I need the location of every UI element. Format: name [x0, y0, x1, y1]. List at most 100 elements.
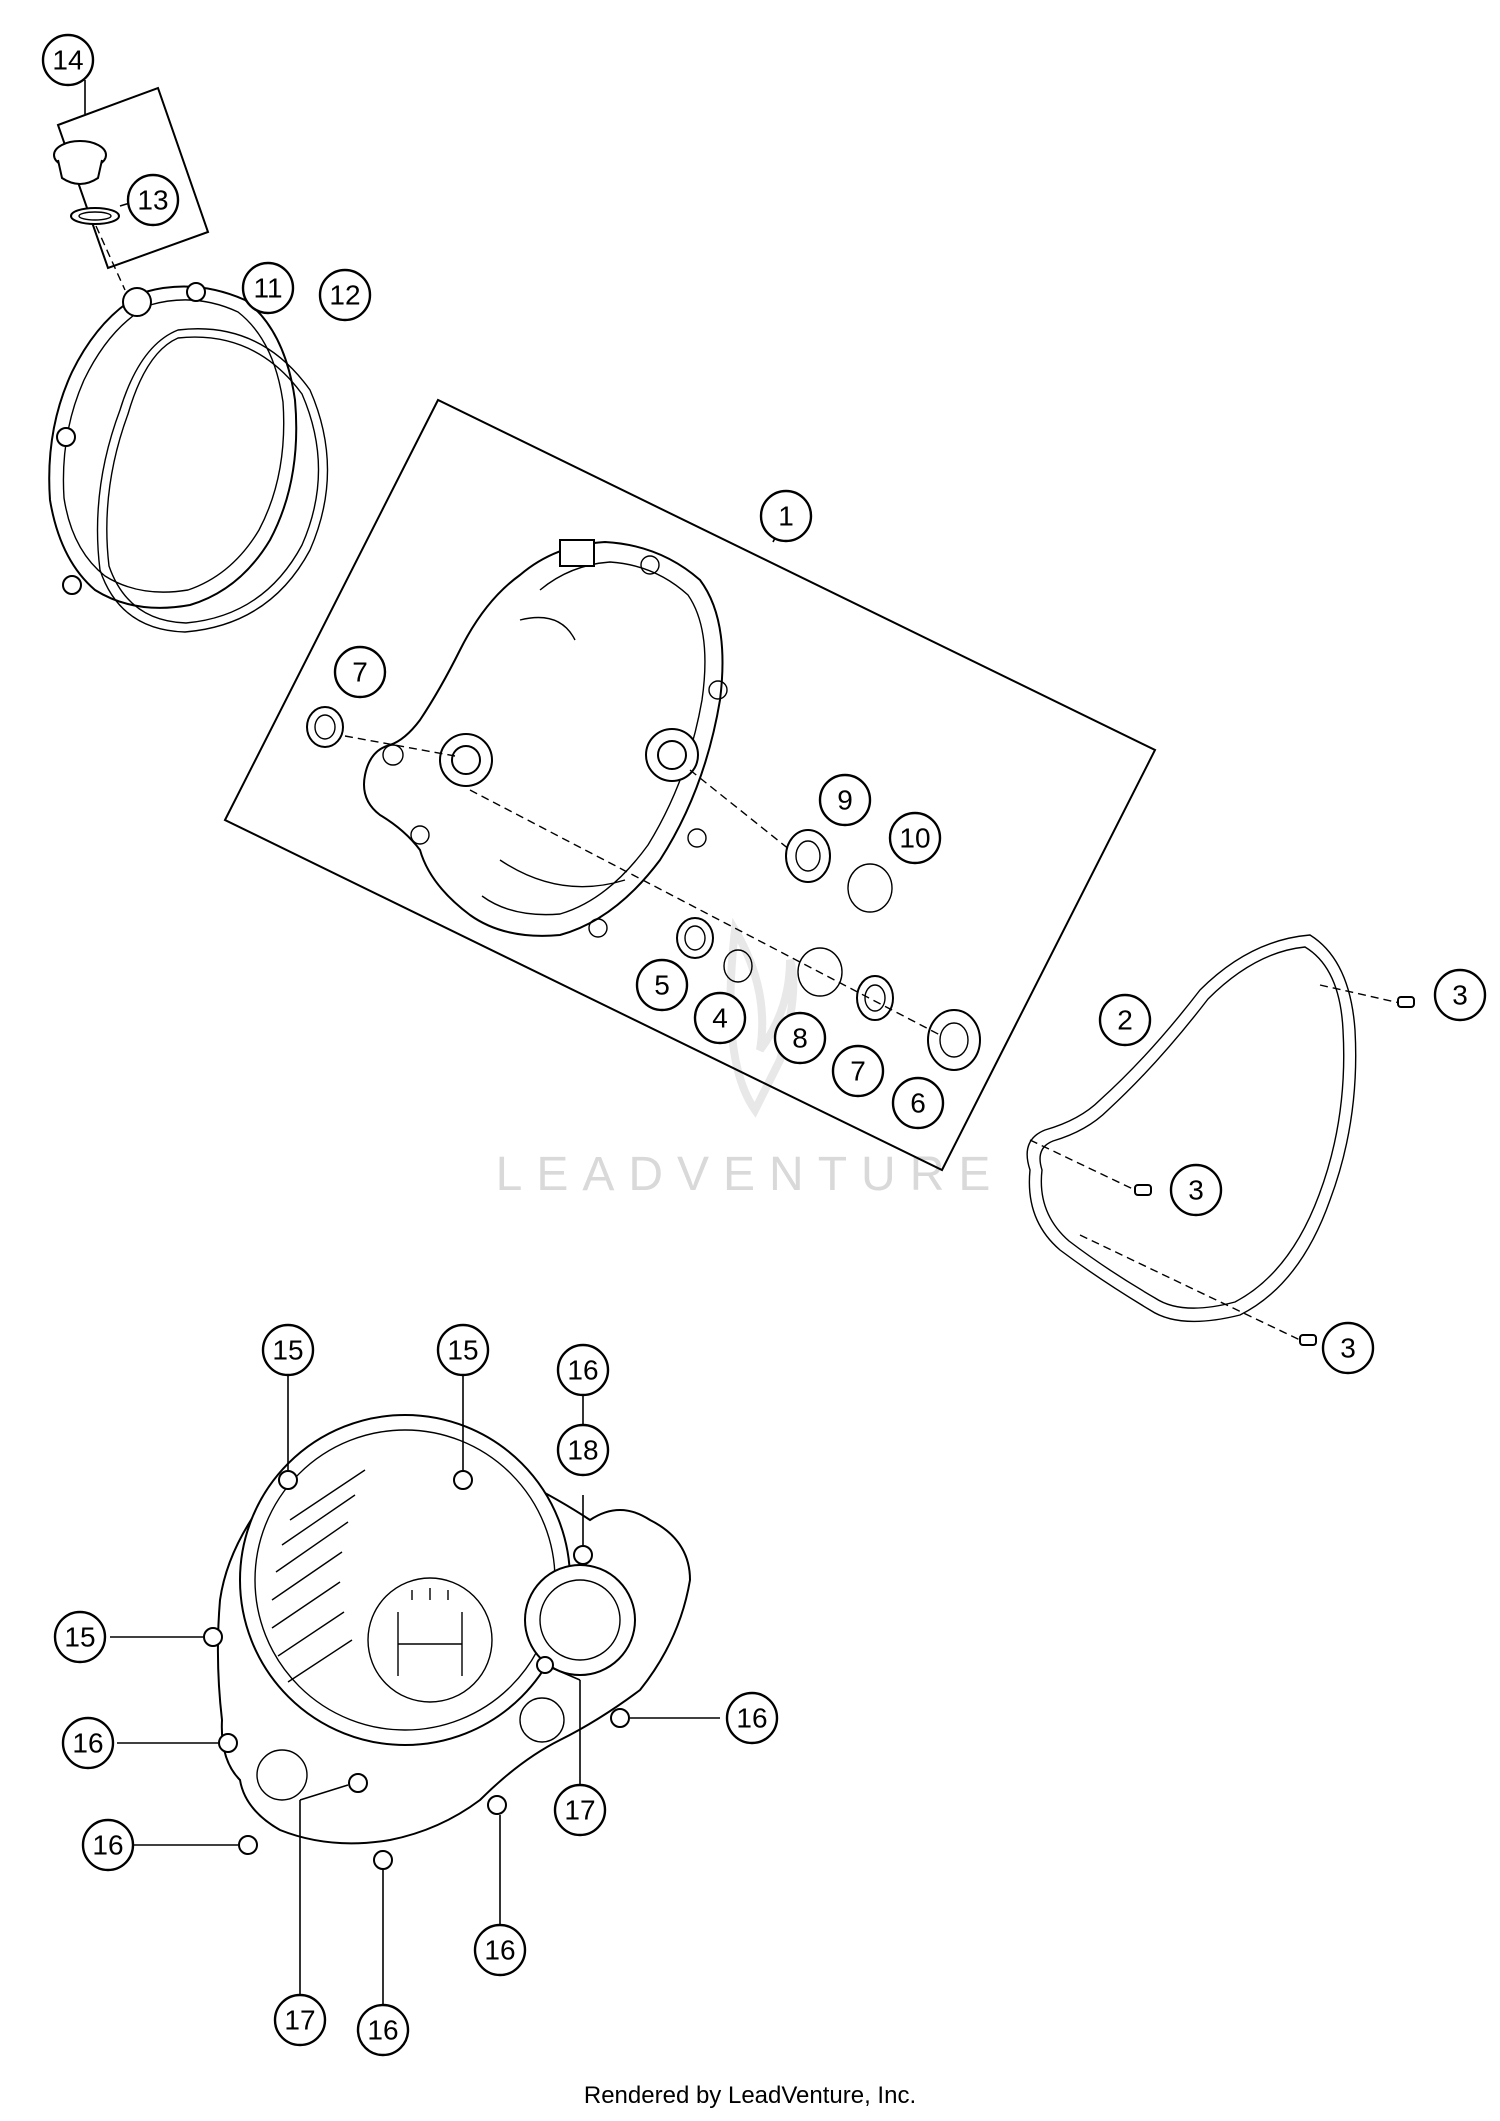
circlip-8	[797, 947, 843, 997]
circlip-10	[847, 863, 893, 913]
callout-17b: 17	[273, 1993, 327, 2047]
callouts: 14 13 11 12 1 7 9 10 5 4 8 7 6 2 3 3 3 1…	[41, 33, 1487, 2057]
callout-1: 1	[759, 489, 813, 543]
callout-18: 18	[556, 1423, 610, 1477]
svg-text:12: 12	[329, 280, 360, 311]
callout-3a: 3	[1433, 968, 1487, 1022]
bolt	[487, 1795, 507, 1815]
callout-12: 12	[318, 268, 372, 322]
callout-2: 2	[1098, 993, 1152, 1047]
callout-3b: 3	[1169, 1163, 1223, 1217]
svg-text:7: 7	[850, 1056, 866, 1087]
dowel-pin-upper	[1397, 996, 1415, 1008]
bolt	[278, 1470, 298, 1490]
bearing-9	[785, 829, 831, 883]
inner-cover-lug	[559, 539, 595, 567]
svg-text:16: 16	[72, 1728, 103, 1759]
svg-text:9: 9	[837, 785, 853, 816]
svg-text:16: 16	[92, 1830, 123, 1861]
callout-6: 6	[891, 1076, 945, 1130]
svg-text:16: 16	[567, 1355, 598, 1386]
callout-7b: 7	[831, 1044, 885, 1098]
svg-text:2: 2	[1117, 1005, 1133, 1036]
cover-dome	[239, 1414, 571, 1746]
seal-7-upper	[306, 706, 344, 748]
callout-4: 4	[693, 991, 747, 1045]
bolt	[573, 1545, 593, 1565]
bolt	[453, 1470, 473, 1490]
callout-16d: 16	[81, 1818, 135, 1872]
callout-10: 10	[888, 811, 942, 865]
dowel-pin-middle	[1134, 1184, 1152, 1196]
outer-clutch-cover	[48, 282, 298, 609]
callout-16c: 16	[725, 1691, 779, 1745]
svg-text:18: 18	[567, 1435, 598, 1466]
circlip-4	[723, 949, 753, 983]
callout-16e: 16	[473, 1923, 527, 1977]
bolt	[536, 1656, 554, 1674]
svg-text:17: 17	[564, 1795, 595, 1826]
bolt	[610, 1708, 630, 1728]
svg-text:8: 8	[792, 1023, 808, 1054]
cooling-fins	[271, 1469, 366, 1683]
svg-text:13: 13	[137, 185, 168, 216]
svg-text:16: 16	[484, 1935, 515, 1966]
bearing-6	[927, 1009, 981, 1071]
svg-text:17: 17	[284, 2005, 315, 2036]
svg-text:14: 14	[52, 45, 83, 76]
svg-text:7: 7	[352, 657, 368, 688]
svg-text:4: 4	[712, 1003, 728, 1034]
callout-5: 5	[635, 958, 689, 1012]
bolt	[203, 1627, 223, 1647]
callout-14: 14	[41, 33, 95, 87]
bolt	[373, 1850, 393, 1870]
callout-9: 9	[818, 773, 872, 827]
seal-7-lower	[856, 975, 894, 1021]
bolt	[348, 1773, 368, 1793]
oil-plug-body	[57, 159, 103, 185]
water-pump-housing	[524, 1564, 636, 1676]
callout-16a: 16	[556, 1343, 610, 1397]
oil-plug-group	[53, 80, 210, 291]
callout-15b: 15	[436, 1323, 490, 1377]
clutch-cover-gasket	[1026, 934, 1357, 1323]
callout-13: 13	[126, 173, 180, 227]
bolt	[238, 1835, 258, 1855]
callout-15a: 15	[261, 1323, 315, 1377]
callout-7a: 7	[333, 645, 387, 699]
husqvarna-logo	[367, 1577, 493, 1703]
svg-text:1: 1	[778, 501, 794, 532]
inner-clutch-cover	[363, 539, 728, 938]
svg-text:3: 3	[1188, 1175, 1204, 1206]
svg-text:15: 15	[64, 1622, 95, 1653]
svg-text:16: 16	[367, 2015, 398, 2046]
callout-3c: 3	[1321, 1321, 1375, 1375]
svg-text:15: 15	[272, 1335, 303, 1366]
callout-11: 11	[241, 261, 295, 315]
dowel-pin-lower	[1299, 1334, 1317, 1346]
svg-text:3: 3	[1452, 980, 1468, 1011]
svg-text:15: 15	[447, 1335, 478, 1366]
callout-16f: 16	[356, 2003, 410, 2057]
clutch-cover-detail-frame	[223, 398, 1157, 1172]
svg-text:5: 5	[654, 970, 670, 1001]
assembled-clutch-cover	[203, 1414, 692, 1870]
footer-credit: Rendered by LeadVenture, Inc.	[583, 2082, 917, 2109]
svg-text:16: 16	[736, 1703, 767, 1734]
watermark-logo	[726, 917, 798, 1118]
svg-text:6: 6	[910, 1088, 926, 1119]
watermark-text: LEADVENTURE	[496, 1148, 1005, 1201]
callout-16b: 16	[61, 1716, 115, 1770]
outer-cover-gasket	[96, 328, 329, 633]
seal-5	[676, 917, 714, 959]
callout-17a: 17	[553, 1783, 607, 1837]
oil-plug-o-ring	[70, 207, 120, 225]
leader-lines	[110, 1370, 720, 2005]
svg-text:10: 10	[899, 823, 930, 854]
bolt	[218, 1733, 238, 1753]
callout-8: 8	[773, 1011, 827, 1065]
svg-text:3: 3	[1340, 1333, 1356, 1364]
callout-15c: 15	[53, 1610, 107, 1664]
svg-text:11: 11	[253, 273, 282, 304]
